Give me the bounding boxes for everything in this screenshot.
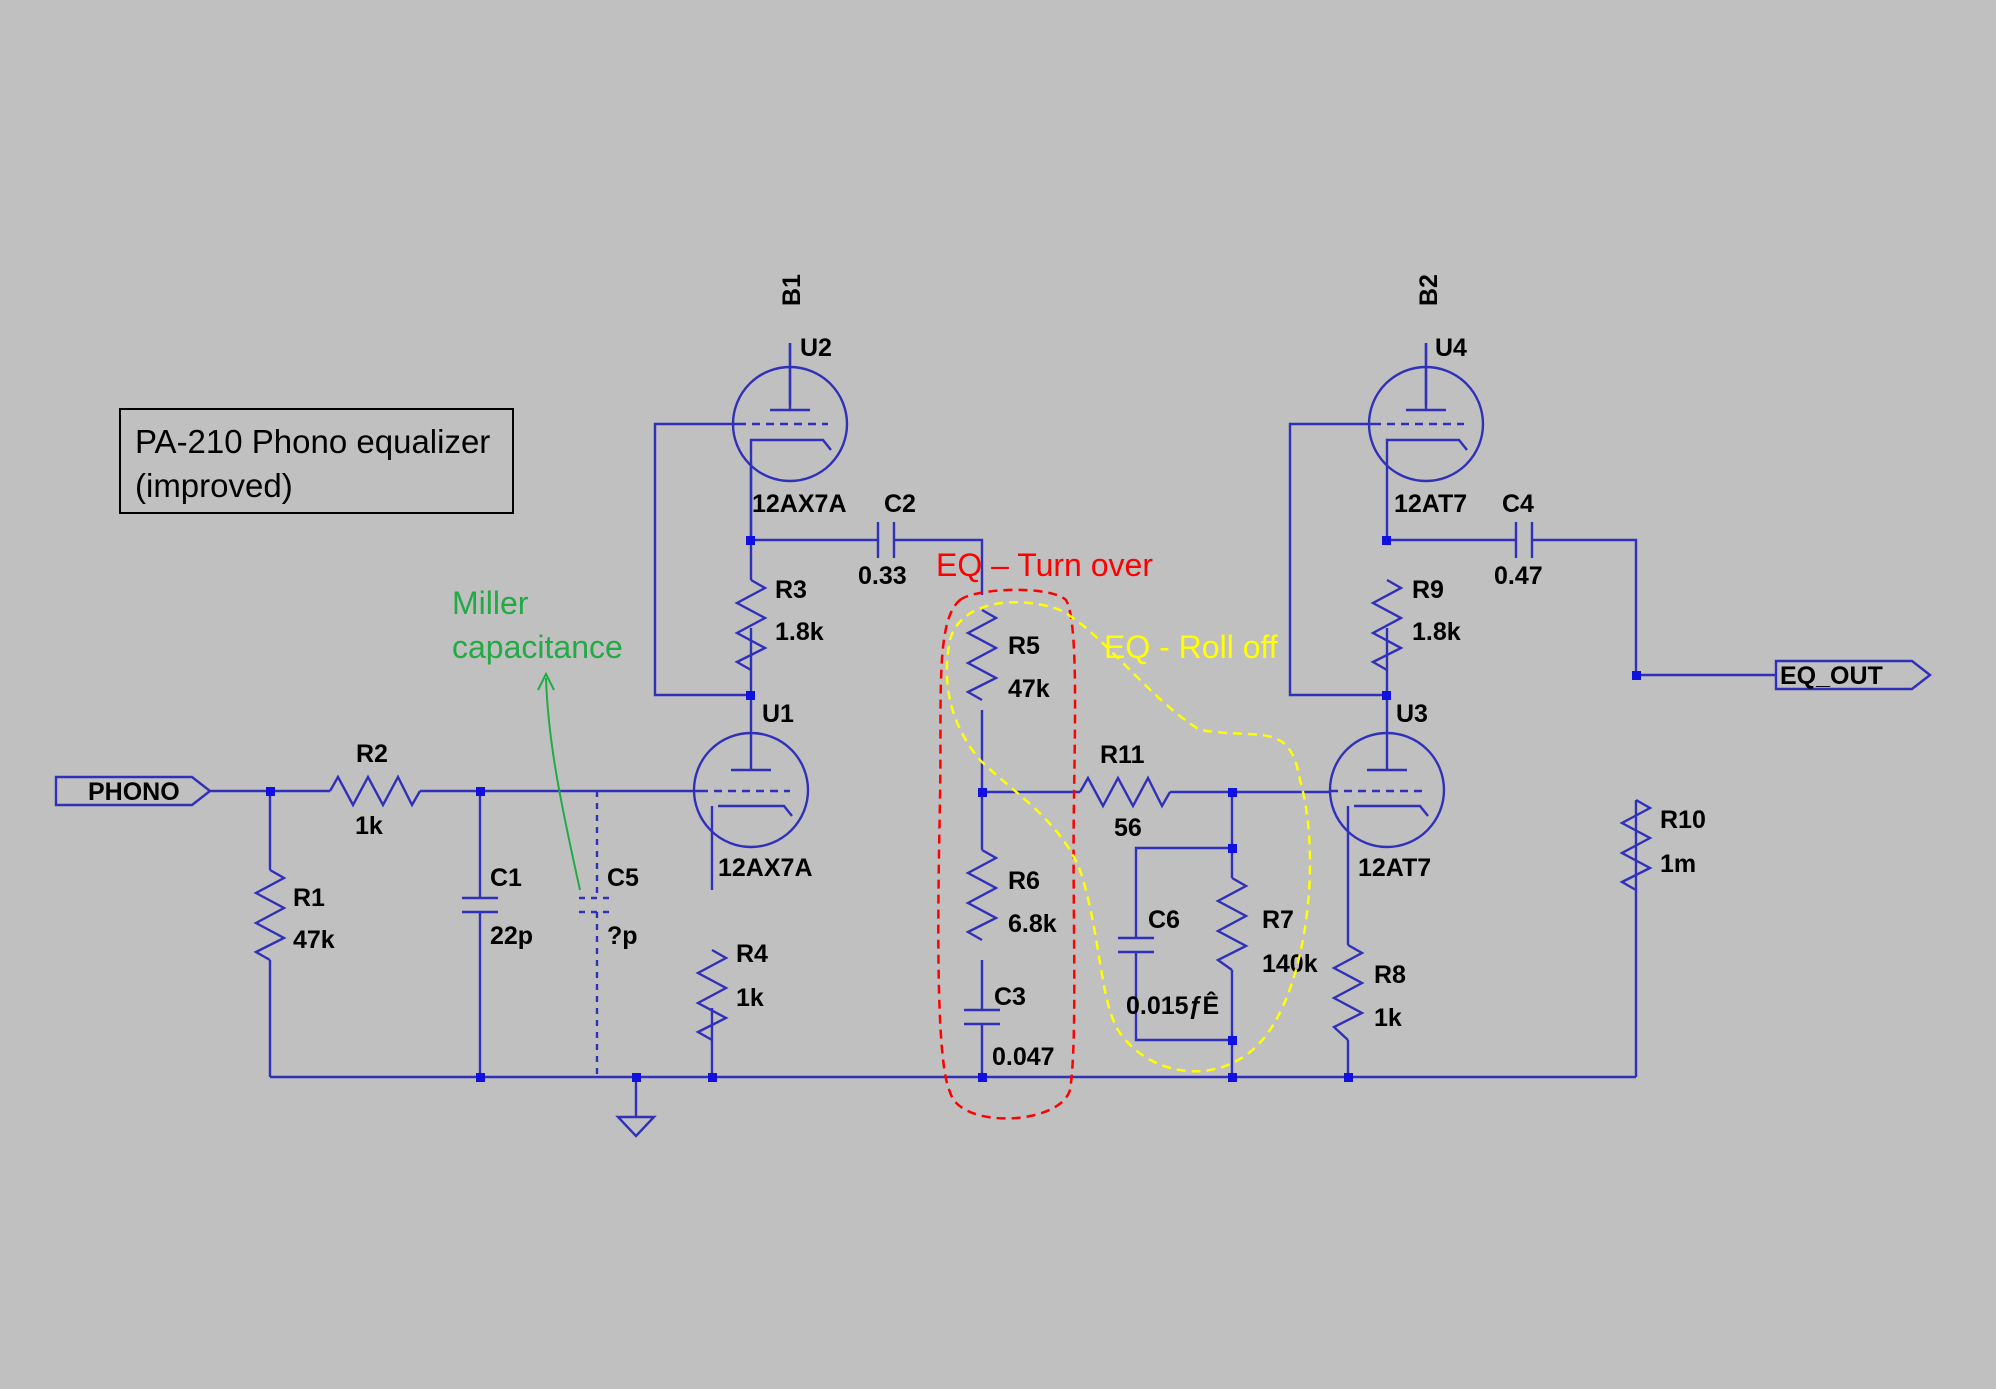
label-r8-ref: R8 (1374, 961, 1406, 989)
label-r3-ref: R3 (775, 576, 807, 604)
rolloff-label: EQ - Roll off (1104, 629, 1278, 665)
resistor-r9 (1370, 578, 1404, 672)
label-r2-ref: R2 (356, 740, 388, 768)
miller-arrow (545, 677, 581, 891)
annotations: Miller capacitance EQ – Turn over EQ - R… (452, 547, 1312, 1120)
capacitor-c5 (579, 896, 615, 914)
wires (210, 343, 1776, 1117)
label-r7-ref: R7 (1262, 906, 1294, 934)
label-r8-value: 1k (1374, 1004, 1402, 1032)
ground-symbol (615, 1115, 657, 1138)
port-phono[interactable]: PHONO (54, 775, 212, 807)
resistor-r8 (1331, 943, 1365, 1041)
label-r2-value: 1k (355, 812, 383, 840)
label-r6-value: 6.8k (1008, 910, 1057, 938)
turnover-label: EQ – Turn over (936, 547, 1153, 583)
label-c6-ref: C6 (1148, 906, 1180, 934)
resistor-r6 (965, 848, 999, 942)
resistor-r10 (1619, 798, 1653, 892)
miller-label-line1: Miller (452, 585, 529, 621)
label-r3-value: 1.8k (775, 618, 824, 646)
label-u2-ref: U2 (800, 334, 832, 362)
supply-b2-label: B2 (1415, 274, 1443, 306)
label-r5-ref: R5 (1008, 632, 1040, 660)
label-r1-value: 47k (293, 926, 335, 954)
supply-b1-label: B1 (778, 274, 806, 306)
title-line1: PA-210 Phono equalizer (135, 423, 491, 460)
label-u4-type: 12AT7 (1394, 490, 1467, 518)
label-r11-value: 56 (1114, 814, 1142, 842)
junctions (266, 536, 1641, 1082)
miller-label-line2: capacitance (452, 629, 623, 665)
component-labels: R1 47k R2 1k C1 22p C5 ?p R4 1k R3 1.8k … (293, 334, 1706, 1071)
port-phono-label: PHONO (88, 778, 180, 806)
resistor-r5 (965, 608, 999, 702)
capacitor-c3 (964, 1008, 1000, 1026)
capacitor-c1 (462, 896, 498, 914)
resistor-r7 (1215, 876, 1249, 971)
label-r1-ref: R1 (293, 884, 325, 912)
label-r10-ref: R10 (1660, 806, 1706, 834)
label-c6-value: 0.015ƒÊ (1126, 990, 1219, 1020)
resistor-r4 (695, 948, 729, 1042)
label-c2-value: 0.33 (858, 562, 907, 590)
capacitor-c2 (876, 522, 896, 558)
label-u2-type: 12AX7A (752, 490, 847, 518)
label-r4-ref: R4 (736, 940, 768, 968)
label-u1-type: 12AX7A (718, 854, 813, 882)
capacitor-c4 (1514, 522, 1534, 558)
label-c1-value: 22p (490, 922, 533, 950)
label-r4-value: 1k (736, 984, 764, 1012)
rolloff-outline (945, 601, 1312, 1073)
turnover-outline (937, 588, 1077, 1120)
label-r11-ref: R11 (1100, 741, 1145, 769)
label-r10-value: 1m (1660, 850, 1696, 878)
label-r6-ref: R6 (1008, 867, 1040, 895)
label-u4-ref: U4 (1435, 334, 1467, 362)
label-u3-ref: U3 (1396, 700, 1428, 728)
label-c5-ref: C5 (607, 864, 639, 892)
resistor-r2 (328, 774, 422, 808)
port-eq-out-label: EQ_OUT (1780, 662, 1883, 690)
label-c5-value: ?p (607, 922, 638, 950)
label-r9-value: 1.8k (1412, 618, 1461, 646)
label-u1-ref: U1 (762, 700, 794, 728)
tube-u4-symbol (1367, 343, 1485, 483)
label-c4-value: 0.47 (1494, 562, 1543, 590)
resistors (253, 578, 1653, 1042)
tube-u1-symbol (692, 731, 810, 849)
capacitors (462, 522, 1534, 1026)
tube-u2-symbol (731, 343, 849, 483)
label-c3-value: 0.047 (992, 1043, 1055, 1071)
title-box: PA-210 Phono equalizer (improved) (119, 408, 514, 514)
capacitor-c6 (1118, 936, 1154, 954)
tube-u3-symbol (1328, 731, 1446, 849)
label-c3-ref: C3 (994, 983, 1026, 1011)
label-r5-value: 47k (1008, 675, 1050, 703)
port-eq-out[interactable]: EQ_OUT (1774, 659, 1932, 691)
label-r7-value: 140k (1262, 950, 1318, 978)
resistor-r1 (253, 868, 287, 962)
label-u3-type: 12AT7 (1358, 854, 1431, 882)
label-c4-ref: C4 (1502, 490, 1534, 518)
resistor-r3 (734, 578, 768, 672)
resistor-r11 (1078, 775, 1172, 809)
label-r9-ref: R9 (1412, 576, 1444, 604)
label-c2-ref: C2 (884, 490, 916, 518)
label-c1-ref: C1 (490, 864, 522, 892)
title-line2: (improved) (135, 467, 293, 504)
